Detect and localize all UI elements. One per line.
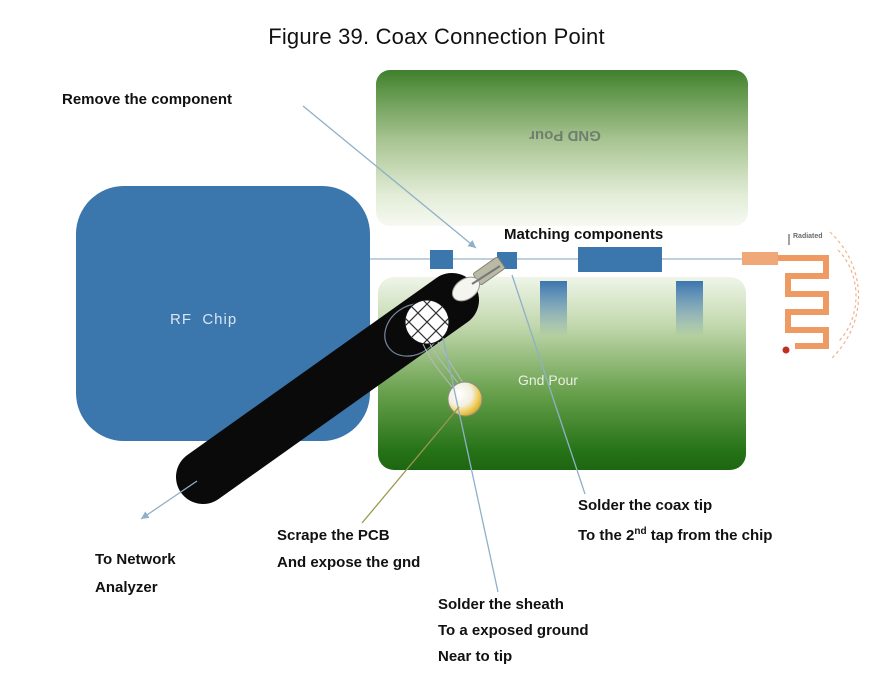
matching-component-1: [430, 250, 453, 269]
via-pillar-left: [540, 281, 567, 336]
scrape-label-line1: Scrape the PCB: [277, 527, 390, 544]
radiated-label: Radiated: [793, 233, 823, 240]
network-analyzer-label-line1: To Network: [95, 551, 176, 568]
solder-sheath-label-line1: Solder the sheath: [438, 596, 564, 613]
solder-tip-label-line1: Solder the coax tip: [578, 497, 713, 514]
scrape-label-line2: And expose the gnd: [277, 554, 421, 571]
solder-sheath-label-line2: To a exposed ground: [438, 622, 589, 639]
gnd-pour-bottom-label: Gnd Pour: [518, 372, 578, 388]
solder-tip-label-line2: To the 2nd tap from the chip: [578, 519, 772, 549]
scrape-pcb-pointer-line: [361, 406, 460, 524]
solder-tip-line2-pre: To the 2: [578, 527, 635, 544]
solder-sheath-pointer-line: [442, 337, 499, 593]
gnd-pour-bottom-box: [378, 277, 746, 470]
coax-center-pin: [471, 265, 501, 285]
antenna-meander: [778, 255, 829, 349]
ground-wire-3: [422, 343, 453, 388]
ground-wire-1: [429, 343, 459, 384]
via-pillar-right: [676, 281, 703, 336]
figure-title: Figure 39. Coax Connection Point: [268, 24, 605, 49]
radiation-arc-inner: [837, 249, 857, 343]
matching-component-3: [578, 247, 662, 272]
exposed-ground-solder-ball: [447, 381, 483, 417]
antenna-terminal-dot: [782, 346, 790, 354]
gnd-pour-top-label: GND Pour: [529, 127, 601, 144]
rf-chip-box: [76, 186, 370, 441]
solder-tip-line2-post: tap from the chip: [646, 527, 773, 544]
matching-components-label: Matching components: [504, 226, 664, 243]
ground-wire-2: [437, 341, 464, 384]
network-analyzer-arrow: [140, 480, 198, 520]
rf-chip-label: RF Chip: [170, 311, 238, 328]
gnd-pour-top-box: [376, 70, 748, 226]
solder-tip-pointer-line: [511, 274, 586, 495]
remove-component-pointer-line: [302, 105, 477, 249]
radiation-arc-outer: [829, 231, 859, 361]
remove-component-label: Remove the component: [62, 91, 233, 108]
network-analyzer-label-line2: Analyzer: [95, 579, 158, 596]
solder-sheath-label-line3: Near to tip: [438, 648, 513, 665]
solder-tip-line2-sup: nd: [634, 526, 647, 537]
antenna-feed-pad: [742, 252, 778, 265]
braid-crosshatch: [405, 300, 449, 344]
